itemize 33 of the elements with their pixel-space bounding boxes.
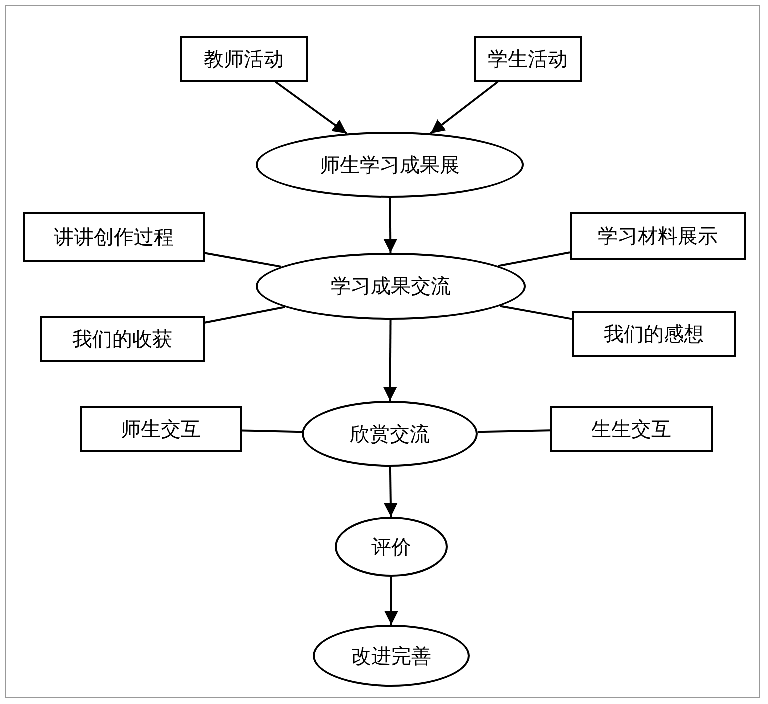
node-label: 师生交互 [121,416,201,442]
process-box [80,406,242,452]
node-label: 我们的感想 [604,320,704,348]
connector-line [498,252,570,268]
process-box [180,36,308,82]
connector-line [204,252,282,268]
node-label: 学习成果交流 [331,273,451,300]
arrow [384,466,398,518]
arrow [275,81,348,135]
connector-line [500,305,572,320]
node-label: 改进完善 [352,642,432,670]
node-label: 评价 [372,534,412,560]
node-label: 讲讲创作过程 [54,224,174,250]
connector-line [478,430,550,434]
connector-line [242,430,302,434]
node-label: 欣赏交流 [350,420,430,448]
process-box [23,212,205,262]
process-box [550,406,713,452]
process-box [40,316,205,362]
arrow [383,320,398,401]
arrow [384,198,398,254]
process-box [570,212,746,260]
arrow [430,81,499,134]
node-label: 生生交互 [592,416,672,442]
node-label: 学习材料展示 [598,222,718,250]
node-label: 教师活动 [204,46,284,72]
process-box [572,311,736,357]
node-label: 师生学习成果展 [320,152,460,178]
node-label: 我们的收获 [72,326,172,352]
arrow [384,577,398,625]
node-label: 学生活动 [488,46,568,72]
connector-line [204,306,286,324]
process-box [474,36,582,82]
